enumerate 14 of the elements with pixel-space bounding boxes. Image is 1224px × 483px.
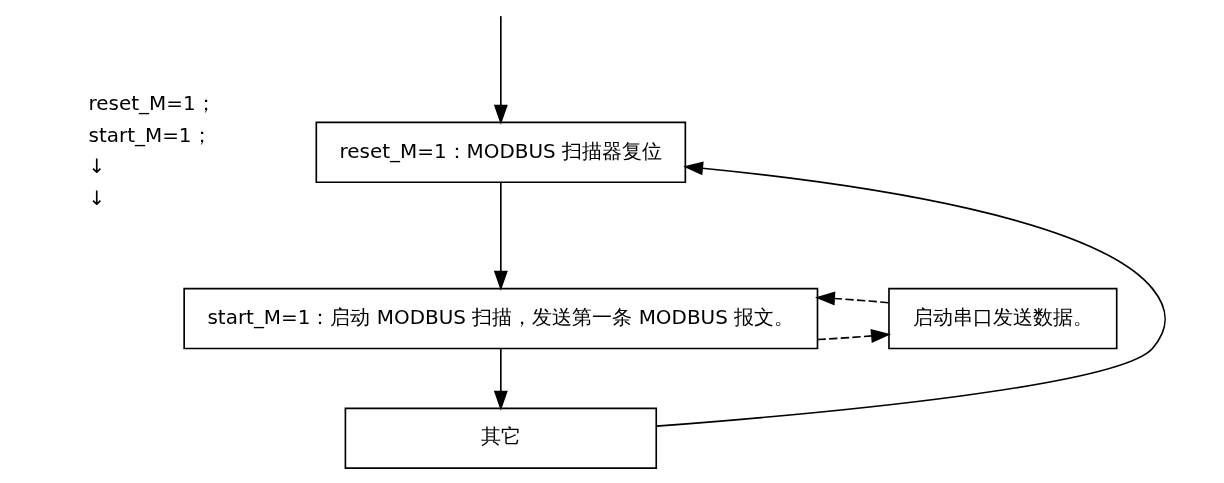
node-box: 其它: [344, 407, 658, 469]
arrow: [815, 291, 890, 306]
label: ↓: [88, 185, 106, 210]
arrow: [493, 348, 508, 411]
arrow: [816, 329, 891, 343]
arrow: [655, 161, 1167, 427]
node-box: 启动串口发送数据。: [888, 287, 1118, 350]
arrow: [493, 15, 508, 125]
node-box: reset_M=1：MODBUS 扫描器复位: [315, 121, 687, 184]
label: start_M=1；: [88, 122, 212, 147]
label: ↓: [88, 154, 106, 179]
arrow: [493, 181, 508, 291]
label: reset_M=1；: [88, 91, 216, 116]
node-box: start_M=1：启动 MODBUS 扫描，发送第一条 MODBUS 报文。: [183, 287, 819, 350]
